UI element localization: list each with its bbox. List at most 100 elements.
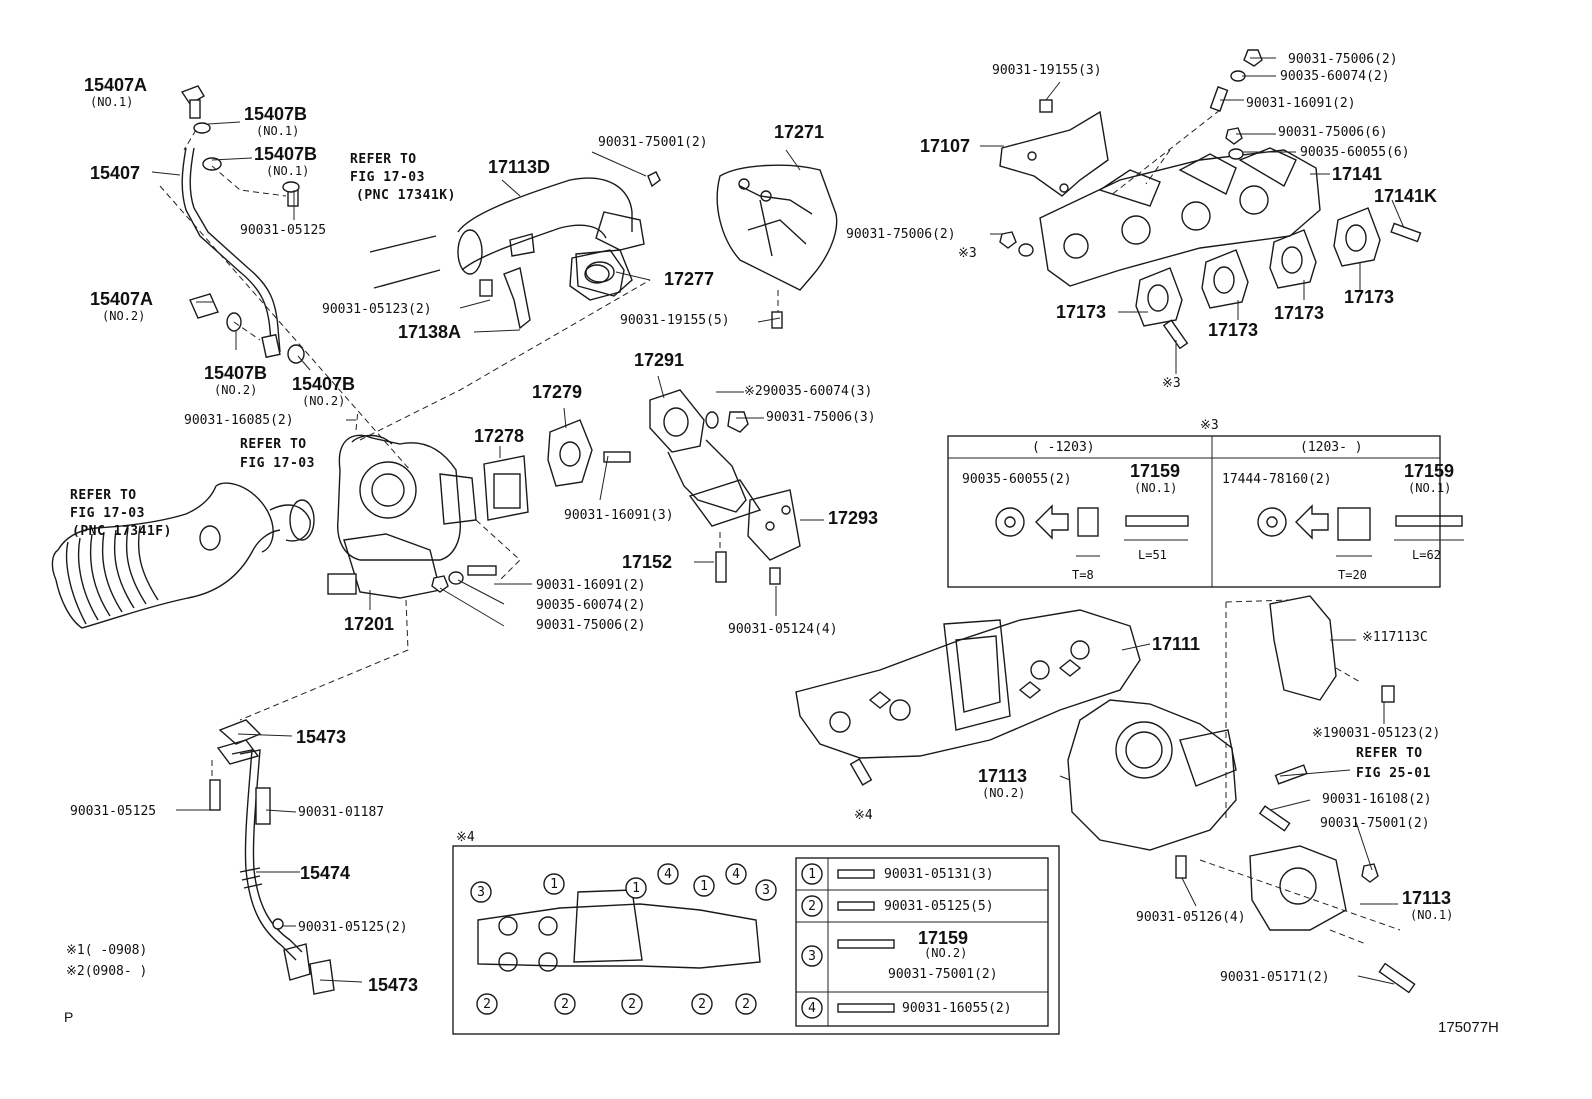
label-90031-75006-2a: 90031-75006(2) [1288, 52, 1398, 67]
inset-4-title: ※4 [456, 830, 475, 845]
inset-4-legend-num: 2 [808, 899, 816, 914]
figure-code: 175077H [1438, 1019, 1499, 1036]
throttle-body-17113-drawing [1067, 595, 1416, 994]
label-290035-60074: ※290035-60074(3) [744, 384, 873, 399]
refer-1-line-3: (PNC 17341K) [356, 188, 456, 203]
inset-4-frame [452, 845, 1060, 1035]
label-15407b-no2-b: 15407B [292, 374, 356, 394]
label-90035-60074-2a: 90035-60074(2) [1280, 69, 1390, 84]
label-17291: 17291 [634, 350, 685, 370]
label-15407a-no1-sub: (NO.1) [90, 95, 134, 109]
label-15474: 15474 [300, 863, 351, 883]
label-15407b-no2: 15407B [204, 363, 268, 383]
label-90031-05123-a: 90031-05123(2) [322, 302, 432, 317]
label-90031-01187: 90031-01187 [298, 805, 385, 820]
label-17113-no1: 17113 [1402, 888, 1452, 908]
gasket-callout: 2 [698, 997, 706, 1012]
label-17278: 17278 [474, 426, 525, 446]
gasket-callout: 2 [483, 997, 491, 1012]
inset-4-legend-sub: (NO.2) [924, 946, 968, 960]
label-17277: 17277 [664, 269, 715, 289]
label-note-4: ※4 [854, 808, 873, 823]
label-90031-05171: 90031-05171(2) [1220, 970, 1330, 985]
label-90031-05124: 90031-05124(4) [728, 622, 838, 637]
label-90031-05125-2: 90031-05125(2) [298, 920, 408, 935]
label-90031-16091-2a: 90031-16091(2) [1246, 96, 1356, 111]
label-15407b-no1: 15407B [244, 104, 308, 124]
refer-4-line-2: FIG 25-01 [1356, 766, 1431, 781]
label-17141: 17141 [1332, 164, 1383, 184]
refer-1-line-1: REFER TO [350, 152, 417, 167]
label-17113-no1-sub: (NO.1) [1410, 908, 1454, 922]
label-17138a: 17138A [398, 322, 462, 342]
label-17152: 17152 [622, 552, 673, 572]
inset-3-right-head: (1203- ) [1300, 440, 1363, 455]
label-17107: 17107 [920, 136, 971, 156]
refer-1-line-2: FIG 17-03 [350, 170, 425, 185]
label-17113c: ※117113C [1362, 630, 1428, 645]
oil-pipe-15474-drawing [209, 719, 335, 995]
label-90031-75006-3: 90031-75006(3) [766, 410, 876, 425]
label-17173-c: 17173 [1274, 303, 1325, 323]
inset-3-right-stud: 17159 [1404, 461, 1455, 481]
inset-4-legend-part: 90031-16055(2) [902, 1001, 1012, 1016]
turbocharger-17201-drawing [239, 279, 651, 721]
legend-note-1: ※1( -0908) [66, 943, 148, 958]
label-17113d: 17113D [488, 157, 551, 177]
intake-hose-drawing [51, 235, 441, 629]
label-17201: 17201 [344, 614, 395, 634]
gasket-callout: 1 [550, 877, 558, 892]
label-17113-no2: 17113 [978, 766, 1028, 786]
leader-lines [151, 57, 1405, 985]
exhaust-manifold-17141-drawing [999, 49, 1321, 287]
label-15407b-no2-sub: (NO.2) [214, 383, 258, 397]
gasket-callout: 2 [742, 997, 750, 1012]
label-17141k: 17141K [1374, 186, 1438, 206]
inset-3-frame [947, 435, 1464, 588]
label-15407: 15407 [90, 163, 141, 183]
label-note-3-a: ※3 [958, 246, 977, 261]
label-17113-no2-sub: (NO.2) [982, 786, 1026, 800]
inset-3-left-washer: 90035-60055(2) [962, 472, 1072, 487]
label-90031-16108: 90031-16108(2) [1322, 792, 1432, 807]
label-15407b-no2-b-sub: (NO.2) [302, 394, 346, 408]
label-90031-16085: 90031-16085(2) [184, 413, 294, 428]
label-15473-b: 15473 [368, 975, 419, 995]
label-17173-d: 17173 [1344, 287, 1395, 307]
label-90031-05126: 90031-05126(4) [1136, 910, 1246, 925]
gasket-17277-17279-17278-drawing [483, 249, 631, 521]
inset-3-right-l: L=62 [1412, 548, 1441, 562]
label-90031-19155-3: 90031-19155(3) [992, 63, 1102, 78]
inset-3-right-washer: 17444-78160(2) [1222, 472, 1332, 487]
inset-4-legend-num: 4 [808, 1001, 816, 1016]
gasket-callout: 3 [762, 883, 770, 898]
exhaust-pipe-17291-drawing [649, 389, 801, 585]
inset-3-left-stud: 17159 [1130, 461, 1181, 481]
turbo-fasteners-drawing [431, 565, 497, 593]
label-90031-16091-2b: 90031-16091(2) [536, 578, 646, 593]
inset-4-callout-circles [470, 863, 823, 1019]
refer-2-line-2: FIG 17-03 [240, 456, 315, 471]
label-15407a-no2: 15407A [90, 289, 154, 309]
inset-3-right-t: T=20 [1338, 568, 1367, 582]
inset-3-left-head: ( -1203) [1032, 440, 1095, 455]
gasket-callout: 3 [477, 885, 485, 900]
label-190031-05123: ※190031-05123(2) [1312, 726, 1441, 741]
label-90031-75006-6: 90031-75006(6) [1278, 125, 1388, 140]
inset-3-left-l: L=51 [1138, 548, 1167, 562]
inset-3-right-stud-sub: (NO.1) [1408, 481, 1452, 495]
label-17279: 17279 [532, 382, 583, 402]
inset-3-title: ※3 [1200, 418, 1219, 433]
inset-4-legend-part: 17159 [918, 928, 969, 948]
label-90031-16091-3: 90031-16091(3) [564, 508, 674, 523]
label-15407b-no1-sub: (NO.1) [256, 124, 300, 138]
label-90031-75006-2b: 90031-75006(2) [846, 227, 956, 242]
intake-manifold-17111-drawing [795, 609, 1141, 786]
label-15407a-no1: 15407A [84, 75, 148, 95]
label-90031-19155-5: 90031-19155(5) [620, 313, 730, 328]
corner-letter: P [64, 1009, 74, 1025]
gasket-callout: 4 [732, 867, 740, 882]
refer-3-line-2: FIG 17-03 [70, 506, 145, 521]
gasket-17173-drawing [1135, 207, 1422, 350]
